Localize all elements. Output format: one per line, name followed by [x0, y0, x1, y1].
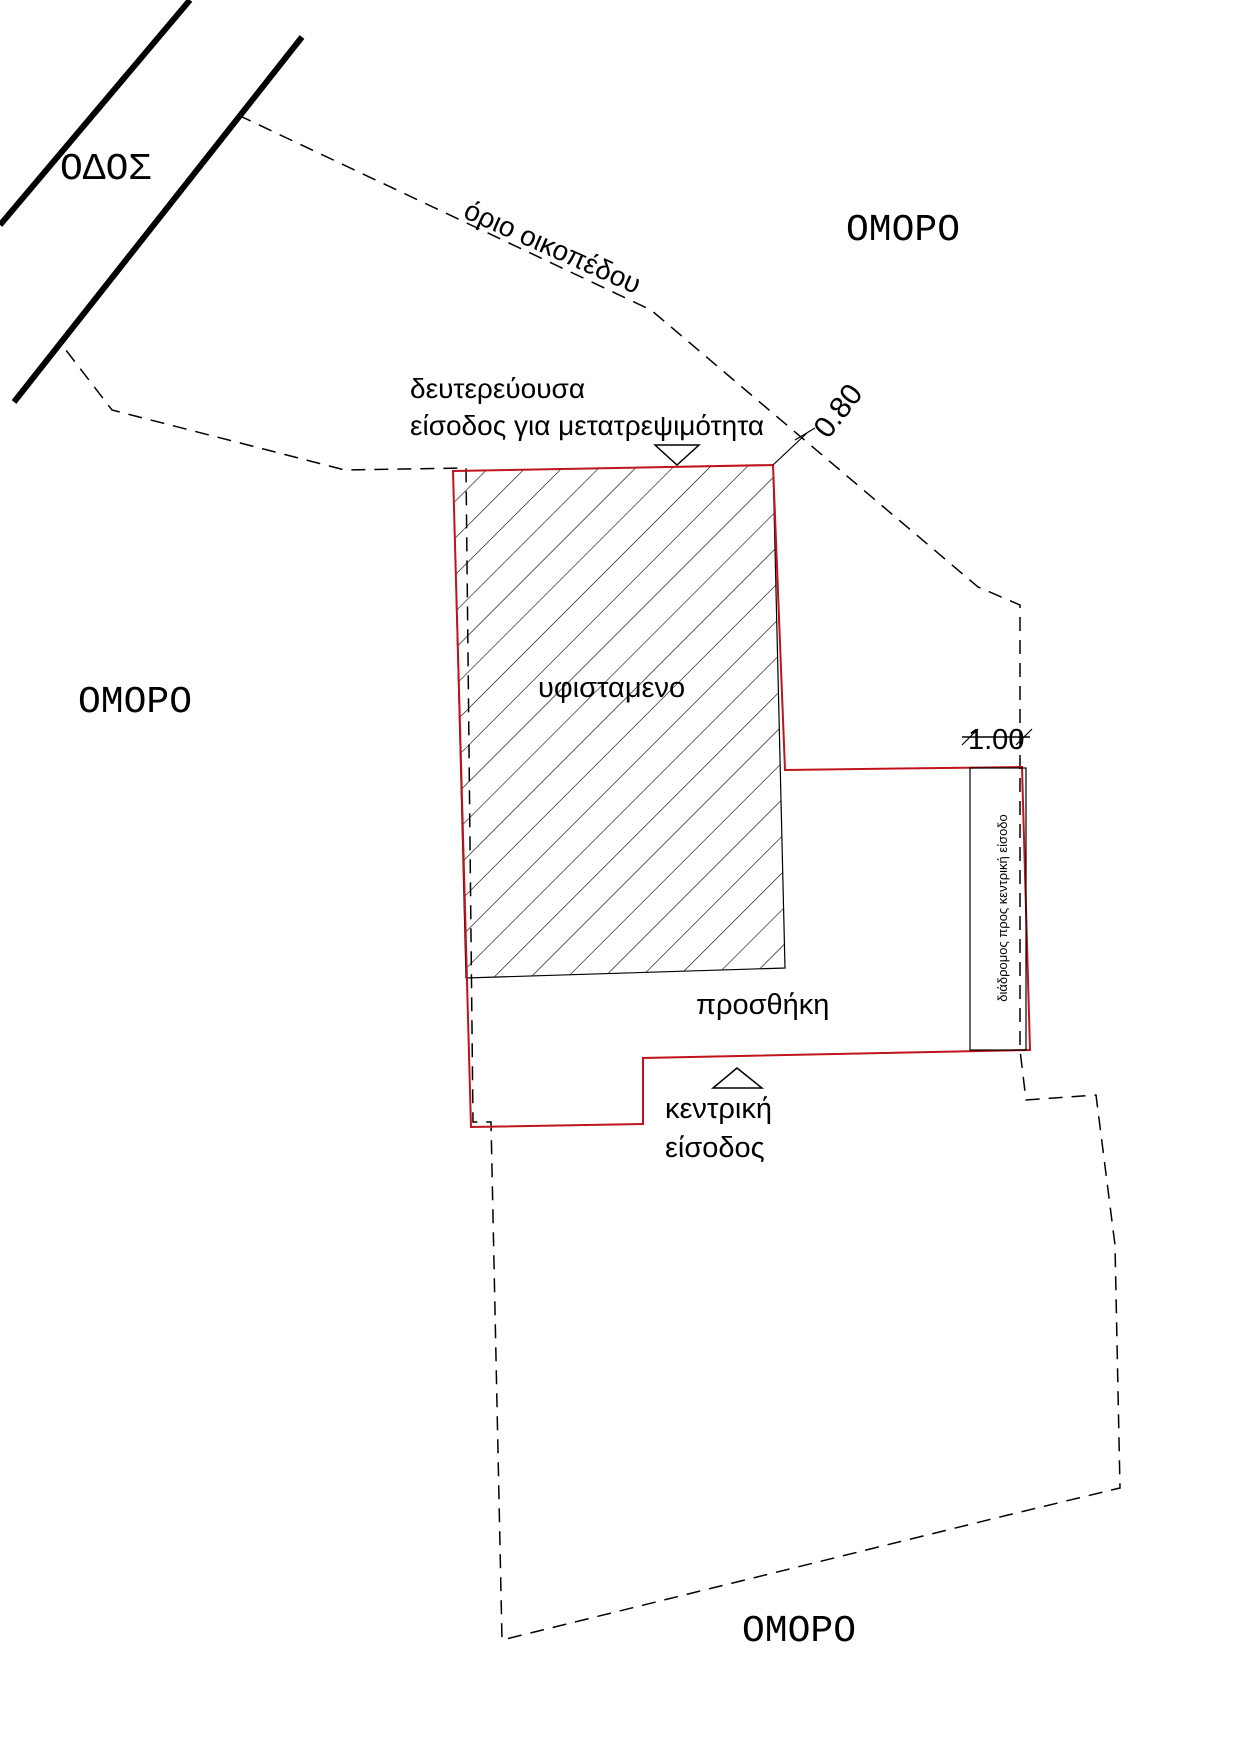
neighbor-label-w: ΟΜΟΡΟ [78, 681, 192, 724]
secondary-entrance-label-line1: δευτερεύουσα [410, 373, 585, 404]
plot-boundary-line [61, 114, 1121, 1641]
dimension-080-label: 0.80 [808, 378, 870, 444]
corridor-strip [969, 767, 1027, 1051]
dimension-100-tick-left [961, 728, 979, 746]
project-outline [451, 463, 1032, 1129]
secondary-entrance-marker [653, 444, 701, 467]
dimension-100-tick-right [1015, 728, 1033, 746]
dimension-080-tick [794, 427, 816, 441]
neighbor-label-s: ΟΜΟΡΟ [742, 1610, 856, 1653]
road [0, 0, 305, 404]
existing-building [452, 464, 786, 979]
corridor-label: διάδρομος προς κεντρική είσοδο [995, 814, 1010, 1002]
main-entrance-label-line2: είσοδος [665, 1132, 765, 1164]
main-entrance-marker [710, 1067, 765, 1089]
neighbor-label-ne: ΟΜΟΡΟ [846, 209, 960, 252]
main-entrance-label-line1: κεντρική [665, 1093, 772, 1125]
addition-label: προσθήκη [696, 989, 829, 1021]
road-label: ΟΔΟΣ [60, 148, 151, 191]
road-edge-lower [11, 35, 305, 404]
existing-building-label: υφισταμενο [538, 672, 685, 704]
existing-building-hatch [452, 464, 786, 979]
secondary-entrance-label-line2: είσοδος για μετατρεψιμότητα [410, 410, 764, 441]
plot-boundary-label: όριο οικοπέδου [460, 194, 646, 300]
dimension-100-label: 1.00 [968, 724, 1024, 756]
dimension-080-leader [772, 432, 808, 466]
road-edge-upper [0, 0, 193, 227]
